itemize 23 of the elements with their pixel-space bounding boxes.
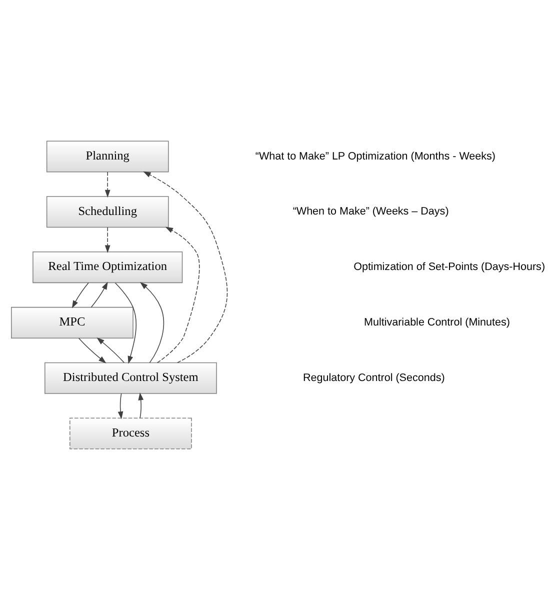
label: “When to Make” (Weeks – Days): [292, 205, 449, 218]
arrow: [114, 282, 137, 364]
node-box: Distributed Control System: [44, 362, 217, 394]
arrow: [78, 337, 106, 363]
arrow: [118, 392, 124, 419]
arrow: [104, 171, 110, 198]
label: Regulatory Control (Seconds): [302, 371, 445, 384]
arrow: [156, 226, 200, 363]
node-box: Real Time Optimization: [32, 251, 183, 283]
arrow: [90, 281, 108, 308]
arrow: [72, 282, 89, 308]
arrow: [96, 336, 124, 363]
arrow: [138, 392, 144, 418]
label: “What to Make” LP Optimization (Months - Weeks): [255, 150, 496, 162]
node-box: Schedulling: [46, 196, 169, 228]
node-box: Process: [70, 417, 192, 449]
arrow: [143, 170, 228, 363]
label: Optimization of Set-Points (Days-Hours): [354, 260, 546, 273]
arrow: [140, 282, 164, 363]
label: Multivariable Control (Minutes): [364, 316, 510, 328]
node-box: Planning: [46, 140, 169, 172]
arrow: [104, 226, 110, 252]
node-box: MPC: [11, 306, 134, 338]
